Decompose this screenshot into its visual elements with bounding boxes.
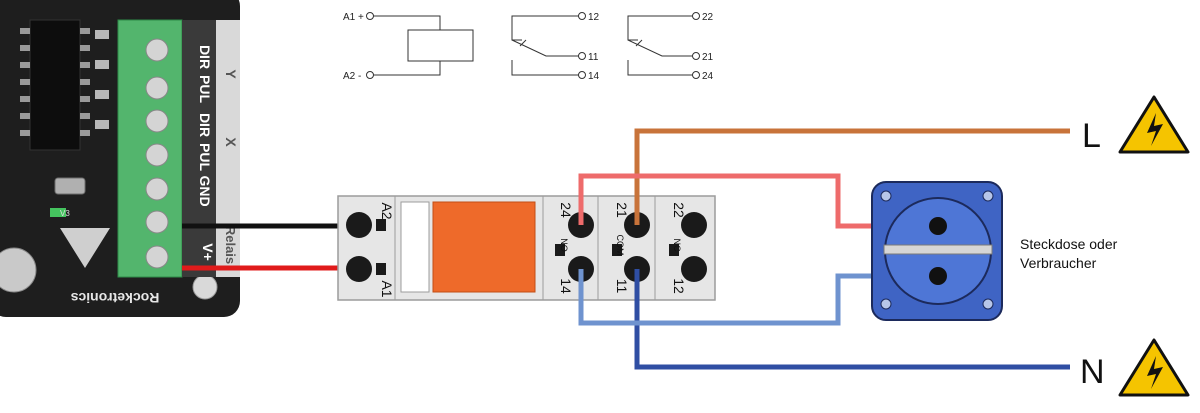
schematic-label-a1: A1 + [343, 12, 364, 23]
relay-label-a2: A2 [379, 202, 395, 219]
led-label: V3 [60, 209, 70, 218]
relay-coil [432, 201, 536, 293]
relay-module: A2 A1 24 21 22 14 11 12 NO COM NC [337, 195, 716, 301]
brand-name: Rocketronics [70, 290, 159, 306]
brand-logo-icon [60, 228, 110, 268]
mounting-hole [192, 274, 218, 300]
schematic-label-22: 22 [702, 12, 714, 23]
terminal-screws [145, 38, 169, 269]
socket-pin-top [929, 217, 947, 235]
phase-wire-l [634, 128, 1070, 225]
status-led [50, 208, 66, 217]
terminal-label-dir-x: DIR [197, 113, 213, 137]
neutral-label: N [1080, 353, 1105, 391]
schematic-label-12: 12 [588, 12, 600, 23]
socket-caption-line2: Verbraucher [1020, 255, 1097, 271]
relay-label-nc: NC [672, 239, 682, 252]
terminal-label-gnd: GND [197, 175, 213, 206]
relay-label-com: COM [615, 235, 625, 256]
ic-chip [29, 19, 81, 151]
relay-label-11: 11 [614, 279, 630, 294]
socket-caption-line1: Steckdose oder [1020, 236, 1118, 252]
relay-schematic [366, 12, 700, 79]
schematic-label-14: 14 [588, 71, 600, 82]
terminal-label-dir-y: DIR [197, 45, 213, 69]
terminal-label-relais: Relais [223, 226, 238, 264]
schematic-label-11: 11 [588, 52, 599, 63]
crystal [54, 177, 86, 195]
warning-icon [1118, 95, 1190, 154]
schematic-label-21: 21 [702, 52, 714, 63]
warning-icon [1118, 338, 1190, 397]
relay-label-24: 24 [558, 202, 574, 218]
relay-label-12: 12 [671, 278, 687, 294]
chip-pins [20, 28, 90, 136]
capacitor [0, 247, 37, 293]
terminal-label-vplus: V+ [200, 243, 216, 261]
terminal-label-pul-y: PUL [197, 75, 213, 103]
axis-label-y: Y [223, 69, 239, 79]
relay-label-22: 22 [671, 202, 687, 218]
socket [871, 181, 1003, 321]
neutral-wire-n [634, 269, 1070, 370]
relay-label-14: 14 [558, 278, 574, 294]
controller-board: V3 Rocketronics PUL DIR PUL DIR GND Rela… [0, 0, 240, 317]
relay-label-no: NO [559, 238, 569, 252]
socket-ground-clip [883, 244, 993, 255]
socket-pin-bottom [929, 267, 947, 285]
relay-label-21: 21 [614, 202, 630, 218]
relay-label-a1: A1 [379, 280, 395, 297]
axis-label-x: X [223, 137, 239, 147]
relay-window [400, 201, 430, 293]
schematic-label-a2: A2 - [343, 71, 361, 82]
terminal-label-pul-x: PUL [197, 143, 213, 171]
schematic-label-24: 24 [702, 71, 714, 82]
phase-label: L [1082, 117, 1101, 155]
